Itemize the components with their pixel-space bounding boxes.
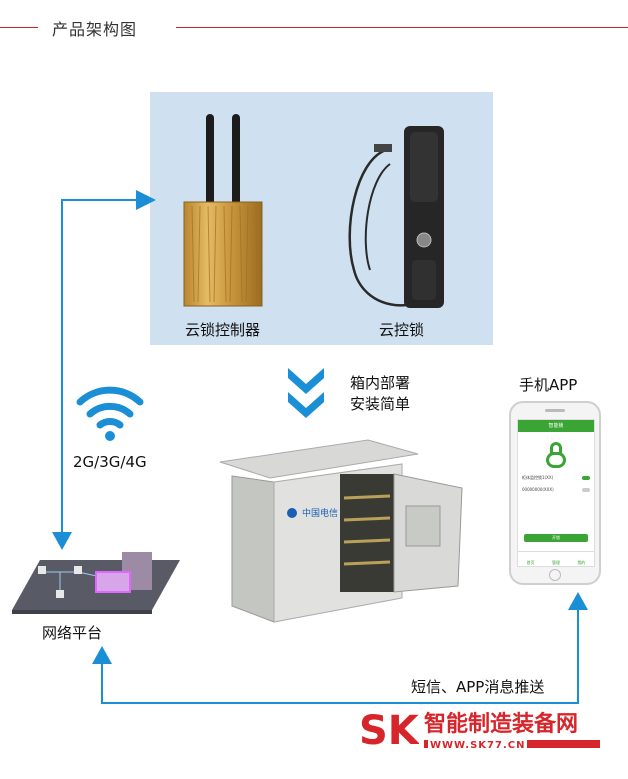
platform-label: 网络平台	[42, 624, 103, 642]
watermark-url: WWW.SK77.CN	[428, 740, 528, 751]
product-panel: 云锁控制器 云控锁	[150, 92, 493, 345]
tab-manage[interactable]: 管理	[551, 560, 560, 565]
lock-controller-image	[183, 114, 263, 307]
arrow-up-platform	[92, 646, 112, 664]
phone-speaker	[545, 409, 565, 412]
network-platform-image	[12, 552, 180, 614]
padlock-icon	[546, 442, 566, 468]
watermark-logo: SK	[357, 704, 421, 754]
app-tab-bar: 首页 管理 我的	[518, 551, 594, 566]
cabinet-brand: 中国电信	[302, 507, 338, 519]
phone-home-button	[549, 569, 561, 581]
unlock-button[interactable]: 开锁	[524, 534, 588, 542]
cabinet-image: 中国电信	[219, 439, 463, 623]
lock-list-item[interactable]: 柜体监控锁1(XX)	[518, 472, 594, 484]
arrow-to-panel	[136, 190, 156, 210]
phone-device: 智能锁 柜体监控锁1(XX) 00000000(XXX) 开锁 首页 管理 我的	[509, 401, 601, 585]
lock-label: 云控锁	[379, 321, 425, 339]
deploy-label-1: 箱内部署	[350, 374, 411, 392]
phone-app-label: 手机APP	[519, 376, 578, 394]
controller-label: 云锁控制器	[185, 321, 261, 339]
toggle-on-icon[interactable]	[582, 476, 590, 480]
tab-home[interactable]: 首页	[526, 560, 535, 565]
network-label: 2G/3G/4G	[73, 453, 147, 471]
watermark-name: 智能制造装备网	[424, 712, 579, 737]
tab-mine[interactable]: 我的	[577, 560, 586, 565]
wifi-icon	[76, 386, 144, 429]
cloud-lock-image	[348, 126, 444, 308]
header-line-left	[0, 27, 38, 28]
toggle-off-icon[interactable]	[582, 487, 590, 492]
header-line-right	[176, 27, 628, 28]
page-title: 产品架构图	[52, 20, 138, 39]
flow-platform-to-panel	[61, 199, 138, 540]
lock-list-item[interactable]: 00000000(XXX)	[518, 484, 594, 495]
app-title-bar: 智能锁	[518, 420, 594, 432]
arrow-to-platform	[52, 532, 72, 550]
arrow-up-phone	[568, 592, 588, 610]
app-title: 智能锁	[548, 423, 564, 429]
chevron-down-icon	[288, 368, 324, 394]
phone-screen: 智能锁 柜体监控锁1(XX) 00000000(XXX) 开锁 首页 管理 我的	[517, 419, 595, 567]
chevron-down-icon	[288, 392, 324, 418]
flow-platform-to-phone	[101, 608, 579, 704]
deploy-label-2: 安装简单	[350, 395, 411, 413]
notify-label: 短信、APP消息推送	[411, 678, 545, 696]
svg-text:SK: SK	[359, 708, 419, 752]
